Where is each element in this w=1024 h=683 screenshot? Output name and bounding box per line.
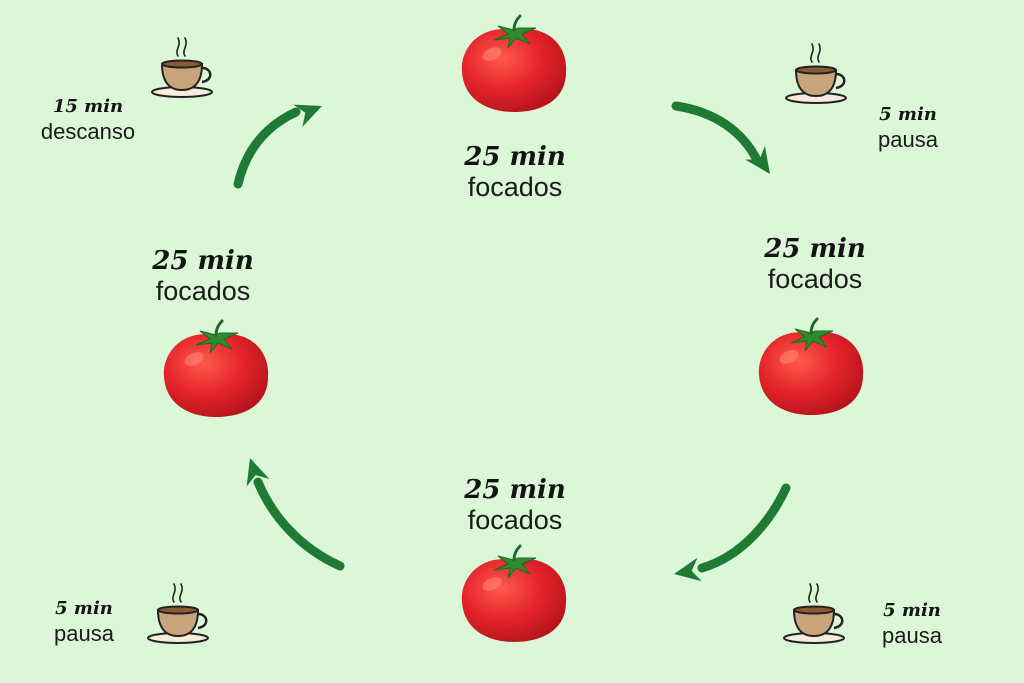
focus-block-right: 25 min focados bbox=[730, 235, 900, 295]
break-time: 15 min bbox=[52, 96, 124, 117]
focus-time: 25 min bbox=[464, 142, 566, 172]
focus-time: 25 min bbox=[464, 475, 566, 505]
focus-block-left: 25 min focados bbox=[118, 247, 288, 307]
focus-label: focados bbox=[467, 504, 563, 535]
focus-label: focados bbox=[767, 263, 863, 294]
pause-block-bottom-right: 5 min pausa bbox=[862, 600, 962, 650]
curved-arrow-icon bbox=[238, 454, 345, 571]
pause-time: 5 min bbox=[883, 600, 941, 621]
focus-label: focados bbox=[467, 171, 563, 202]
pause-time: 5 min bbox=[879, 104, 937, 125]
curved-arrow-icon bbox=[671, 101, 780, 181]
pause-label: pausa bbox=[878, 126, 938, 152]
curved-arrow-icon bbox=[233, 94, 327, 189]
focus-block-bottom: 25 min focados bbox=[430, 476, 600, 536]
curved-arrow-icon bbox=[671, 483, 791, 586]
focus-time: 25 min bbox=[764, 234, 866, 264]
focus-time: 25 min bbox=[152, 246, 254, 276]
pause-label: pausa bbox=[882, 622, 942, 648]
pause-block-bottom-left: 5 min pausa bbox=[34, 598, 134, 648]
break-label: descanso bbox=[40, 118, 136, 144]
focus-label: focados bbox=[155, 275, 251, 306]
pause-block-top-right: 5 min pausa bbox=[858, 104, 958, 154]
pause-time: 5 min bbox=[55, 598, 113, 619]
break-block-top-left: 15 min descanso bbox=[18, 96, 158, 146]
pause-label: pausa bbox=[54, 620, 114, 646]
focus-block-top: 25 min focados bbox=[430, 143, 600, 203]
